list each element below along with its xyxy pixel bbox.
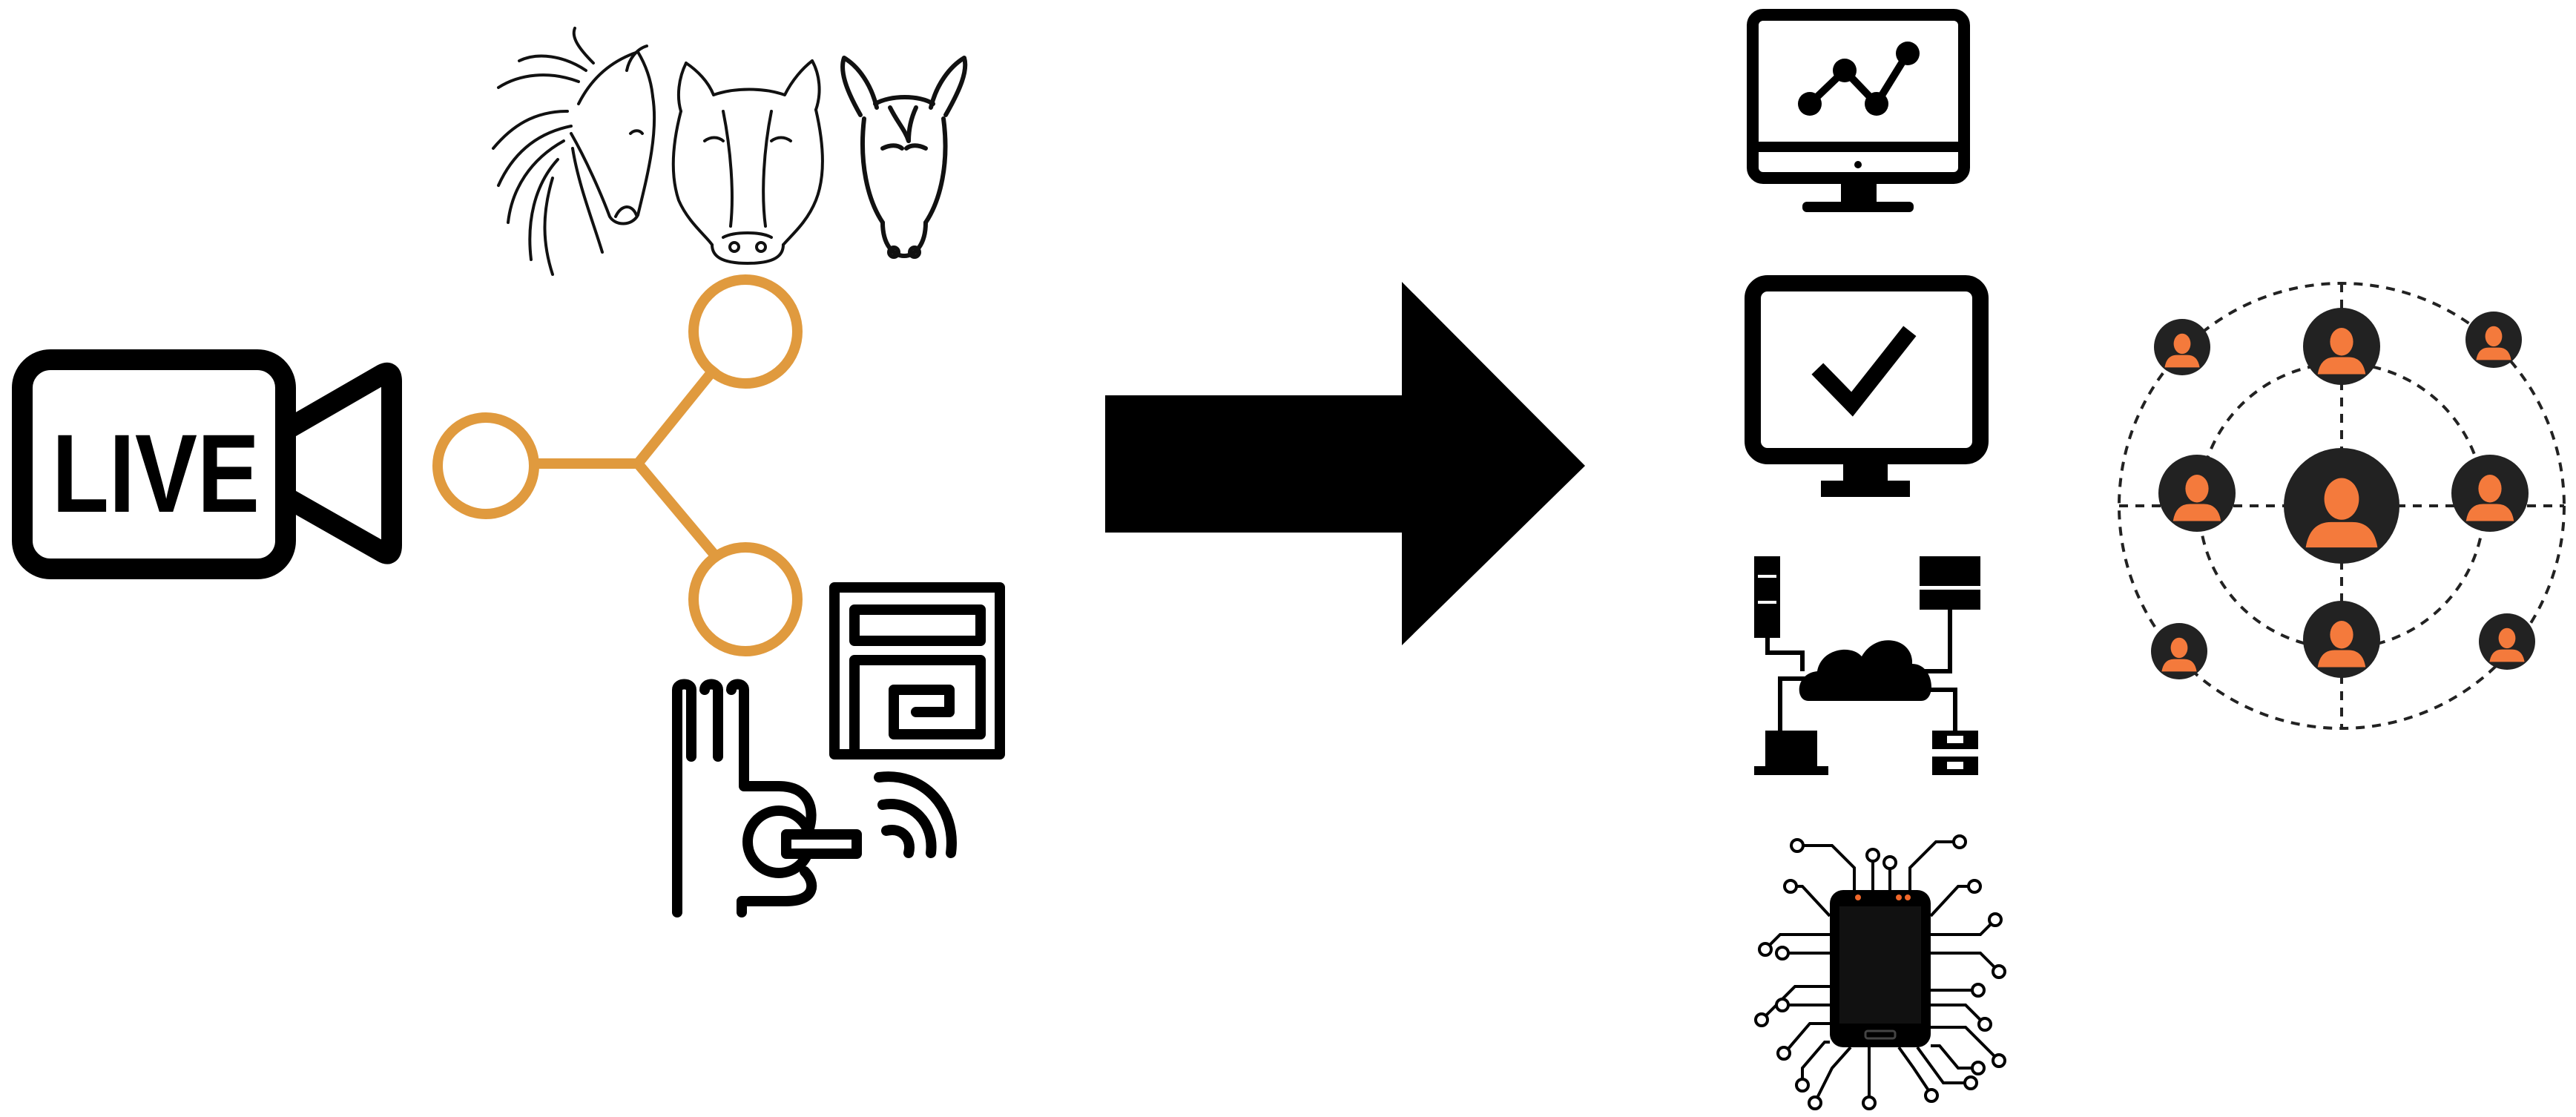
horse-head-icon <box>492 27 656 276</box>
person-node <box>2479 613 2535 670</box>
donkey-head-icon <box>840 56 968 259</box>
video-camera-icon: LIVE <box>12 349 402 579</box>
person-node <box>2151 623 2207 679</box>
person-node <box>2465 312 2522 368</box>
contactless-tag-reader-icon <box>672 582 1005 917</box>
person-node <box>2451 455 2529 532</box>
right-arrow-icon <box>1105 282 1585 645</box>
person-node <box>2154 319 2210 375</box>
person-node <box>2303 308 2380 385</box>
analytics-monitor-icon <box>1747 9 1970 212</box>
person-node <box>2303 601 2380 678</box>
boar-head-icon <box>671 59 824 265</box>
share-network-icon <box>432 274 803 656</box>
central-person-node <box>2284 448 2399 564</box>
smartphone-circuit-icon <box>1754 834 2006 1110</box>
cloud-network-icon <box>1754 556 1980 775</box>
live-label: LIVE <box>52 411 260 536</box>
people-network-icon <box>2118 282 2566 730</box>
check-monitor-icon <box>1745 275 1989 497</box>
person-node <box>2158 455 2236 532</box>
